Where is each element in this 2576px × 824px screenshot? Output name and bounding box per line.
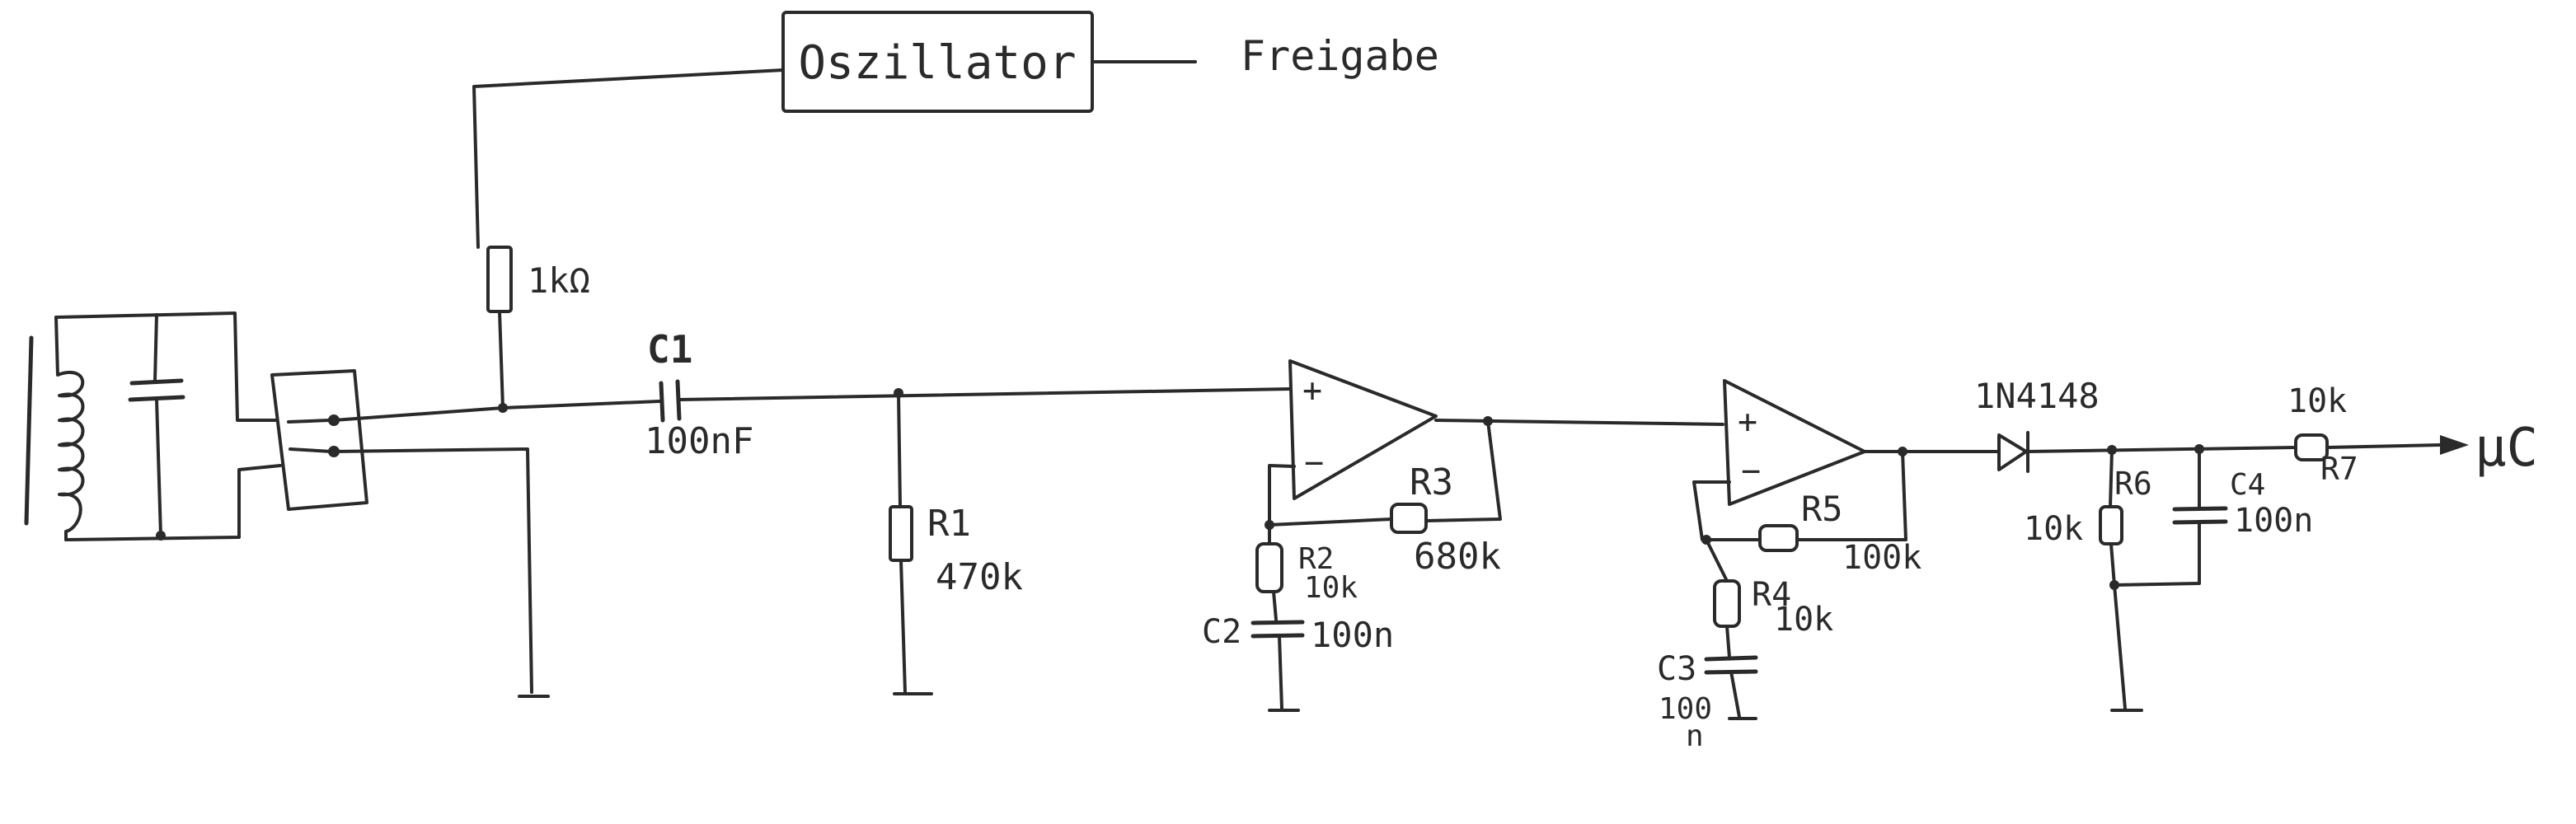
switch-connector [270, 369, 550, 698]
resistor-r5 [1758, 524, 1799, 552]
c3-name: C3 [1657, 650, 1696, 688]
diode-label: 1N4148 [1974, 376, 2100, 416]
r6-upper-wire [2109, 448, 2114, 508]
c3-value-1: 100 [1659, 692, 1712, 726]
r6-lower-wire [2109, 542, 2127, 710]
r7-name: R7 [2320, 451, 2358, 487]
resistor-1k-label: 1kΩ [528, 260, 590, 301]
r1-value: 470k [936, 556, 1023, 598]
c4-lower-wire [2113, 521, 2201, 587]
r6-name: R6 [2114, 466, 2152, 502]
opamp-2-minus: − [1741, 452, 1761, 490]
output-arrow [2440, 435, 2469, 455]
resistor-1k [486, 246, 513, 313]
oscillator-block: Oszillator [781, 11, 1094, 113]
c2-name: C2 [1202, 613, 1241, 651]
resistor-r3 [1390, 503, 1428, 534]
tank-cap-lead-top [153, 313, 158, 382]
switch-contacts [287, 419, 333, 453]
c4-value: 100n [2234, 502, 2313, 540]
wire-c1-to-opamp1 [678, 387, 1292, 401]
opamp-1-minus: − [1304, 444, 1324, 482]
c1-value: 100nF [645, 420, 753, 462]
switch-out-bottom [332, 447, 533, 694]
lc-tank [24, 311, 282, 541]
tank-top-wire [54, 311, 278, 422]
resistor-r2 [1255, 542, 1283, 593]
r2-name: R2 [1298, 542, 1334, 576]
opamp-2-feedback-left [1692, 480, 1762, 541]
r7-value: 10k [2287, 382, 2347, 420]
r4-name: R4 [1752, 576, 1791, 614]
c1-name: C1 [647, 327, 692, 372]
switch-out-top [332, 406, 504, 422]
wire-to-c1 [501, 400, 661, 410]
diode-1n4148 [1997, 431, 2029, 473]
r2-lower-wire [1272, 590, 1278, 621]
r7-output-wire [2325, 443, 2442, 449]
opamp-2: + − [1723, 379, 1866, 506]
r3-name: R3 [1410, 461, 1453, 503]
r2-value: 10k [1304, 571, 1358, 605]
resistor-r4 [1713, 579, 1741, 628]
enable-label: Freigabe [1241, 32, 1439, 80]
r1-upper-wire [897, 391, 902, 508]
resistor-1k-lower-wire [498, 310, 504, 410]
c3-value-2: n [1686, 719, 1704, 753]
capacitor-c4 [2172, 506, 2228, 525]
opamp-1-triangle [1288, 359, 1438, 500]
r5-value: 100k [1842, 539, 1921, 577]
opamp-1-output-wire [1434, 419, 1724, 426]
r4-value: 10k [1774, 601, 1833, 639]
opamp-2-plus: + [1738, 403, 1757, 441]
osc-feed-wire [472, 68, 785, 249]
ferrite-rod [24, 335, 34, 526]
diode-output-wire [2026, 446, 2297, 453]
capacitor-c1 [659, 379, 682, 423]
opamp-1-feedback-left [1268, 464, 1393, 527]
c3-lower-wire [1729, 670, 1741, 719]
r4-lower-wire [1725, 625, 1731, 659]
oscillator-label: Oszillator [798, 36, 1076, 90]
r3-value: 680k [1414, 536, 1501, 578]
opamp-1-plus: + [1302, 372, 1322, 410]
tank-capacitor [128, 378, 185, 402]
r1-name: R1 [927, 503, 971, 545]
capacitor-c2 [1250, 620, 1305, 639]
opamp-2-feedback-right [1795, 450, 1907, 541]
opamp-1: + − [1288, 359, 1438, 500]
junction-tank [156, 531, 166, 541]
r6-value: 10k [2024, 510, 2083, 548]
opamp-1-feedback-right [1424, 419, 1502, 522]
mcu-label: µC [2475, 418, 2538, 479]
tank-bottom-wire [64, 464, 282, 541]
resistor-r1 [889, 505, 913, 562]
tank-cap-lead-bottom [155, 398, 162, 537]
c4-name: C4 [2230, 468, 2265, 502]
c2-lower-wire [1278, 634, 1283, 710]
resistor-r6 [2099, 505, 2123, 545]
c2-value: 100n [1311, 615, 1394, 655]
coil-inductor [54, 316, 85, 541]
switch-body [270, 369, 368, 511]
r5-name: R5 [1801, 489, 1843, 529]
r1-lower-wire [899, 559, 907, 694]
opamp-2-triangle [1723, 379, 1866, 506]
r4-upper-wire [1705, 538, 1729, 583]
